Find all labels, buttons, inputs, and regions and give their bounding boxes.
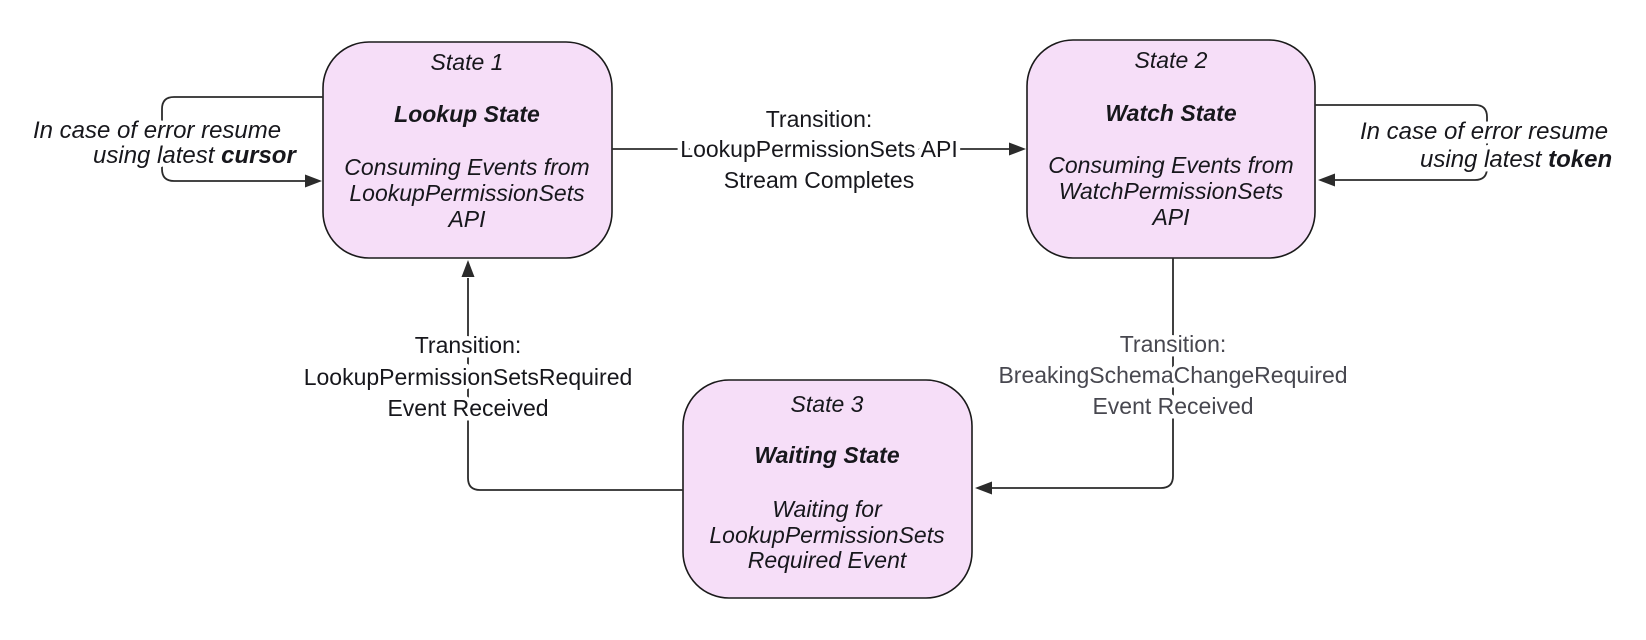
state-node-name: Watch State (1105, 100, 1236, 126)
error-annotation-line: using latest cursor (33, 142, 342, 169)
transition-line (467, 278, 683, 491)
arrowhead-up-icon (461, 260, 475, 277)
state-node-title: State 1 (431, 49, 504, 75)
error-annotation-emphasis: token (1548, 146, 1612, 173)
transition-label-line: Stream Completes (724, 167, 914, 193)
state-node-lookup: State 1 Lookup State Consuming Events fr… (322, 41, 613, 259)
state-node-watch: State 2 Watch State Consuming Events fro… (1026, 39, 1316, 259)
error-annotation-line: In case of error resume (1360, 118, 1608, 145)
state-node-name: Lookup State (394, 101, 540, 127)
transition-label-line: Event Received (387, 395, 548, 421)
state-node-waiting: State 3 Waiting State Waiting for Lookup… (682, 379, 973, 599)
state-node-box (1026, 39, 1316, 259)
transition-line (992, 258, 1174, 489)
state-node-description-line: API (446, 206, 486, 232)
error-loop-line (161, 96, 323, 182)
error-annotation-prefix: using latest (93, 142, 221, 169)
transition-state2-to-state3: Transition: BreakingSchemaChangeRequired… (975, 258, 1352, 495)
arrowhead-right-icon (1009, 142, 1026, 156)
transition-label-line: LookupPermissionSets API (680, 136, 957, 162)
transition-state1-to-state2: Transition: LookupPermissionSets API Str… (612, 102, 1026, 198)
state-node-box (682, 379, 973, 599)
transition-label-line: Transition: (415, 332, 522, 358)
transition-label-line: Transition: (766, 106, 873, 132)
state-node-name: Waiting State (754, 442, 899, 468)
state-node-description-line: Consuming Events from (1048, 152, 1293, 178)
error-annotation-emphasis: cursor (221, 142, 297, 169)
state-node-box (322, 41, 613, 259)
state-node-title: State 3 (791, 391, 864, 417)
error-loop-state2: In case of error resume using latest tok… (1315, 104, 1646, 187)
error-loop-line (1315, 104, 1488, 181)
state-node-title: State 2 (1135, 47, 1208, 73)
arrowhead-left-icon (1318, 173, 1335, 187)
error-annotation-prefix: using latest (1420, 146, 1548, 173)
arrowhead-left-icon (975, 481, 992, 495)
transition-label-line: BreakingSchemaChangeRequired (998, 362, 1347, 388)
state-node-description-line: Consuming Events from (344, 154, 589, 180)
transition-label-line: Event Received (1092, 393, 1253, 419)
transition-label-line: Transition: (1120, 331, 1227, 357)
state-node-description-line: Required Event (748, 547, 908, 573)
state-node-description-line: Waiting for (772, 496, 883, 522)
state-node-description-line: LookupPermissionSets (349, 180, 585, 206)
transition-state3-to-state1: Transition: LookupPermissionSetsRequired… (299, 260, 683, 491)
error-annotation-line: using latest token (1360, 146, 1646, 173)
state-node-description-line: LookupPermissionSets (709, 522, 945, 548)
error-loop-state1: In case of error resume using latest cur… (29, 96, 342, 188)
state-node-description-line: WatchPermissionSets (1059, 178, 1284, 204)
arrowhead-right-icon (305, 174, 322, 188)
state-node-description-line: API (1150, 204, 1190, 230)
transition-label-line: LookupPermissionSetsRequired (304, 364, 633, 390)
error-annotation-line: In case of error resume (33, 117, 281, 144)
